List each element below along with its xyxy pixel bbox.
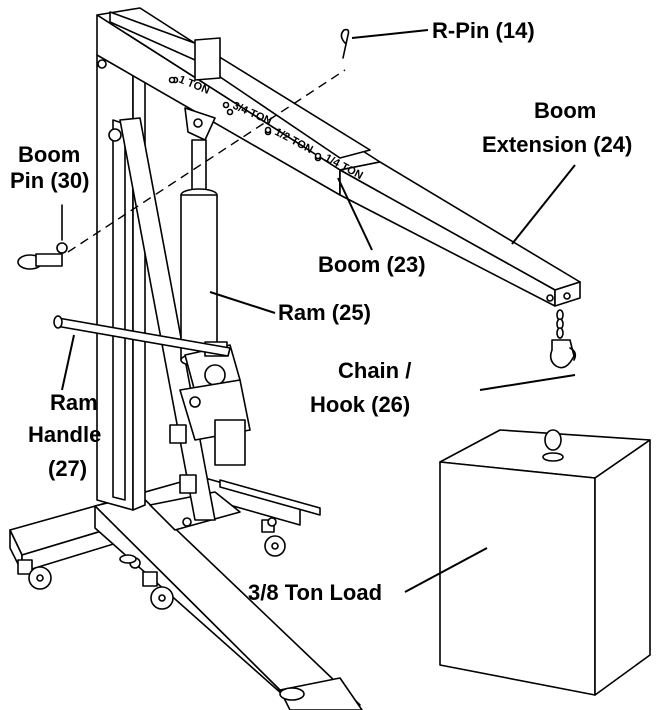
leader-lines [61, 29, 576, 593]
label-boom-pin-2: Pin (30) [10, 168, 89, 193]
label-ram-handle-1: Ram [50, 390, 98, 415]
label-ram-handle-2: Handle [28, 422, 101, 447]
r-pin [340, 28, 350, 59]
label-boom-extension-2: Extension (24) [482, 132, 632, 157]
label-load: 3/8 Ton Load [248, 580, 382, 605]
label-r-pin: R-Pin (14) [432, 18, 535, 43]
load-cube [439, 429, 651, 696]
label-boom: Boom (23) [318, 252, 426, 277]
base-frame [9, 477, 363, 710]
ram-handle [53, 315, 231, 357]
boom-pin [17, 204, 68, 270]
label-boom-pin-1: Boom [18, 142, 80, 167]
ram [169, 139, 251, 494]
chain-hook [549, 309, 577, 369]
label-chain-2: Hook (26) [310, 392, 410, 417]
label-boom-extension-1: Boom [534, 98, 596, 123]
callouts: R-Pin (14) Boom Pin (30) Boom Extension … [10, 18, 632, 605]
label-ram-handle-3: (27) [48, 456, 87, 481]
assembly-line [67, 69, 346, 253]
caster-wheels [17, 517, 286, 610]
boom [96, 7, 381, 196]
boom-extension [339, 161, 581, 307]
label-ram: Ram (25) [278, 300, 371, 325]
label-chain-1: Chain / [338, 358, 411, 383]
